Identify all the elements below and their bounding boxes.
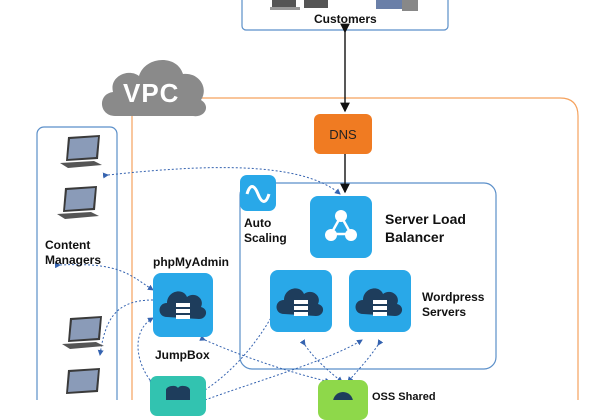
auto-scaling-label-line1: Auto <box>244 216 272 230</box>
wp2-oss-link <box>347 339 384 383</box>
slb-label-line1: Server Load <box>385 211 466 227</box>
laptop-icon <box>60 135 102 168</box>
wordpress-server-node-1[interactable] <box>270 270 332 332</box>
laptop-icon <box>66 368 100 394</box>
customer-computer-icon <box>270 0 328 10</box>
content-managers-label-line2: Managers <box>45 253 102 267</box>
dns-node[interactable]: DNS <box>314 114 372 154</box>
auto-scaling-label: Auto Scaling <box>244 216 287 246</box>
laptop-icon <box>57 186 99 219</box>
cloud-server-icon <box>159 291 207 319</box>
oss-shared-node[interactable] <box>318 380 368 420</box>
laptop-icon <box>62 316 104 349</box>
database-node[interactable] <box>150 376 206 416</box>
vpc-cloud-icon <box>101 59 207 117</box>
content-managers-label-line1: Content <box>45 238 91 252</box>
auto-scaling-icon <box>245 185 271 203</box>
wordpress-server-node-2[interactable] <box>349 270 411 332</box>
cloud-server-icon <box>355 288 403 316</box>
jumpbox-node[interactable] <box>153 273 213 337</box>
cloud-server-icon <box>276 288 324 316</box>
slb-label-line2: Balancer <box>385 229 445 245</box>
auto-scaling-label-line2: Scaling <box>244 231 287 245</box>
dns-label: DNS <box>329 126 357 142</box>
managers-slb-link <box>102 167 341 195</box>
teal-jumpbox-link <box>137 317 156 386</box>
customers-label: Customers <box>314 12 377 26</box>
wordpress-label-line2: Servers <box>422 305 467 319</box>
database-icon <box>166 385 190 400</box>
jumpbox-label: JumpBox <box>155 348 210 362</box>
content-managers-label: Content Managers <box>45 238 101 268</box>
wordpress-servers-label: Wordpress Servers <box>422 290 484 320</box>
storage-icon <box>333 392 353 400</box>
phpmyadmin-label: phpMyAdmin <box>153 255 229 269</box>
oss-shared-label: OSS Shared <box>372 391 436 403</box>
managers-phpmyadmin-link <box>54 262 154 291</box>
server-load-balancer-label: Server Load Balancer <box>385 210 466 246</box>
load-balancer-icon <box>325 210 357 241</box>
server-load-balancer-node[interactable] <box>310 196 372 258</box>
wordpress-label-line1: Wordpress <box>422 290 485 304</box>
wp1-oss-link <box>299 339 343 383</box>
vpc-label: VPC <box>123 78 180 108</box>
auto-scaling-node[interactable] <box>240 175 276 211</box>
customer-computer-icon <box>376 0 418 11</box>
